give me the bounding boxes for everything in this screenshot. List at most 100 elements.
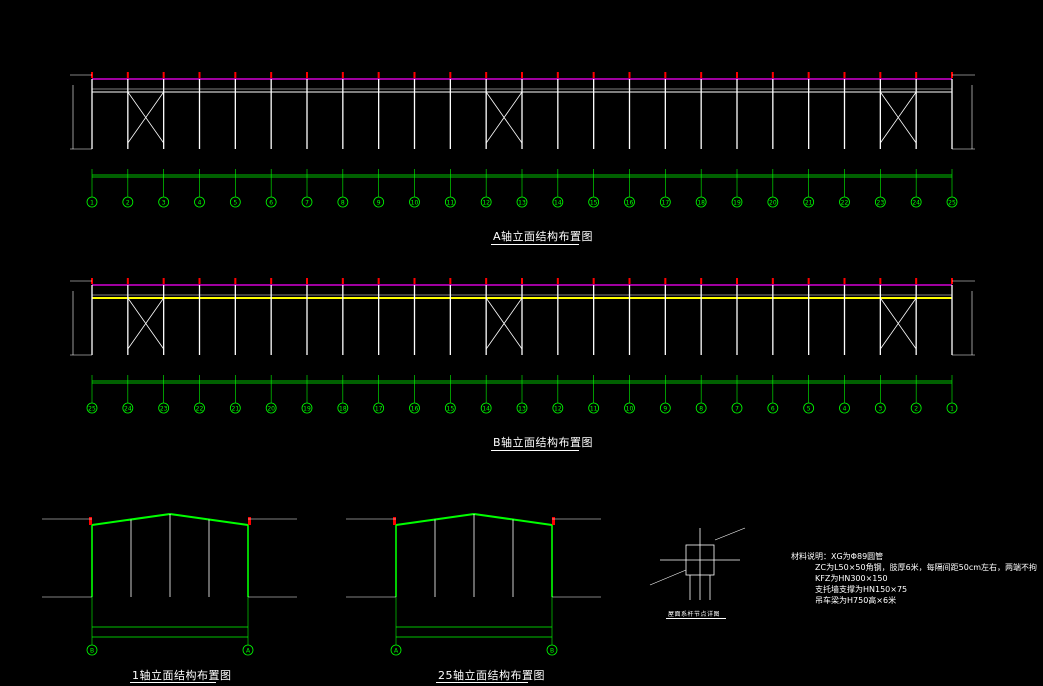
axis-bubble (767, 402, 779, 414)
x-brace (485, 297, 523, 350)
column-marker (341, 278, 344, 284)
axis-label: 6 (269, 200, 273, 207)
axis-label: 12 (482, 200, 490, 207)
axis-bubble (242, 644, 254, 656)
axis-bubble (301, 402, 313, 414)
axis-bubble (301, 196, 313, 208)
axis-label: 17 (375, 406, 383, 413)
axis-bubble (659, 402, 671, 414)
column-marker (521, 72, 523, 78)
column-marker (449, 72, 452, 78)
column-marker (700, 72, 703, 78)
axis-label: 4 (198, 200, 202, 207)
axis-bubble (158, 402, 170, 414)
section-25-title: 25轴立面结构布置图 (438, 669, 545, 682)
axis-label: 3 (878, 406, 882, 413)
column-marker (521, 278, 523, 284)
axis-bubble (373, 196, 385, 208)
axis-bubble (265, 402, 277, 414)
axis-label: 5 (233, 200, 237, 207)
detail-caption: 屋面系杆节点详图 (668, 611, 721, 618)
axis-label: 15 (447, 406, 455, 413)
axis-bubble (444, 402, 456, 414)
axis-label: 9 (377, 200, 381, 207)
axis-label: 17 (662, 200, 670, 207)
axis-label: 14 (554, 200, 562, 207)
column-marker (592, 72, 595, 78)
column-marker (126, 278, 129, 284)
axis-bubble (910, 402, 922, 414)
axis-label: 2 (126, 200, 130, 207)
column-marker (843, 72, 846, 78)
axis-label: 10 (626, 406, 634, 413)
axis-bubble (480, 402, 492, 414)
x-brace (127, 91, 164, 144)
x-brace (880, 91, 917, 144)
column-marker (306, 278, 308, 284)
column-marker (377, 278, 380, 284)
axis-label: 9 (663, 406, 667, 413)
axis-label: 8 (699, 406, 703, 413)
note-line: ZC为L50×50角钢，肢厚6米，每隔间距50cm左右，两端不拘 (815, 563, 1038, 572)
axis-label: 15 (590, 200, 598, 207)
axis-label: A (394, 648, 399, 655)
axis-bubble (910, 196, 922, 208)
axis-label: 25 (88, 406, 96, 413)
column-marker (556, 278, 559, 284)
axis-label: 21 (232, 406, 240, 413)
column-marker (270, 278, 273, 284)
column-marker (198, 72, 201, 78)
axis-bubble (546, 644, 558, 656)
column-marker (664, 278, 667, 284)
column-marker (393, 517, 396, 525)
axis-bubble (946, 402, 958, 414)
detail-leader (649, 569, 687, 586)
column-marker (485, 278, 488, 284)
column-marker (234, 72, 237, 78)
column-marker (771, 72, 774, 78)
x-brace (880, 297, 917, 350)
axis-bubble (337, 402, 349, 414)
axis-bubble (731, 196, 743, 208)
axis-label: 16 (626, 200, 634, 207)
axis-label: 10 (411, 200, 419, 207)
axis-bubble (516, 196, 528, 208)
node-detail-drawing (649, 527, 746, 600)
axis-label: 8 (341, 200, 345, 207)
axis-label: 5 (807, 406, 811, 413)
title-underline (491, 244, 579, 245)
axis-bubble (552, 196, 564, 208)
axis-bubble (624, 402, 635, 414)
axis-bubble (803, 402, 815, 414)
axis-label: 16 (411, 406, 419, 413)
axis-label: 4 (843, 406, 847, 413)
column-marker (592, 278, 595, 284)
column-marker (700, 278, 703, 284)
elevation-a-title: A轴立面结构布置图 (493, 230, 594, 243)
axis-bubble (86, 196, 98, 208)
column-marker (915, 278, 918, 284)
x-brace (127, 297, 164, 350)
axis-bubble (229, 402, 241, 414)
column-marker (162, 278, 165, 284)
axis-bubble (516, 402, 528, 414)
column-marker (270, 72, 273, 78)
title-underline (491, 450, 579, 451)
axis-bubble (588, 196, 600, 208)
axis-label: 19 (303, 406, 311, 413)
axis-bubble (373, 402, 385, 414)
axis-label: 23 (877, 200, 885, 207)
title-underline (130, 682, 216, 683)
elevation-b-title: B轴立面结构布置图 (493, 436, 594, 449)
column-marker (234, 278, 237, 284)
axis-bubble (122, 196, 134, 208)
column-marker (628, 278, 631, 284)
axis-bubble (946, 196, 958, 208)
axis-label: 14 (482, 406, 490, 413)
axis-label: 25 (948, 200, 956, 207)
axis-bubble (695, 402, 707, 414)
